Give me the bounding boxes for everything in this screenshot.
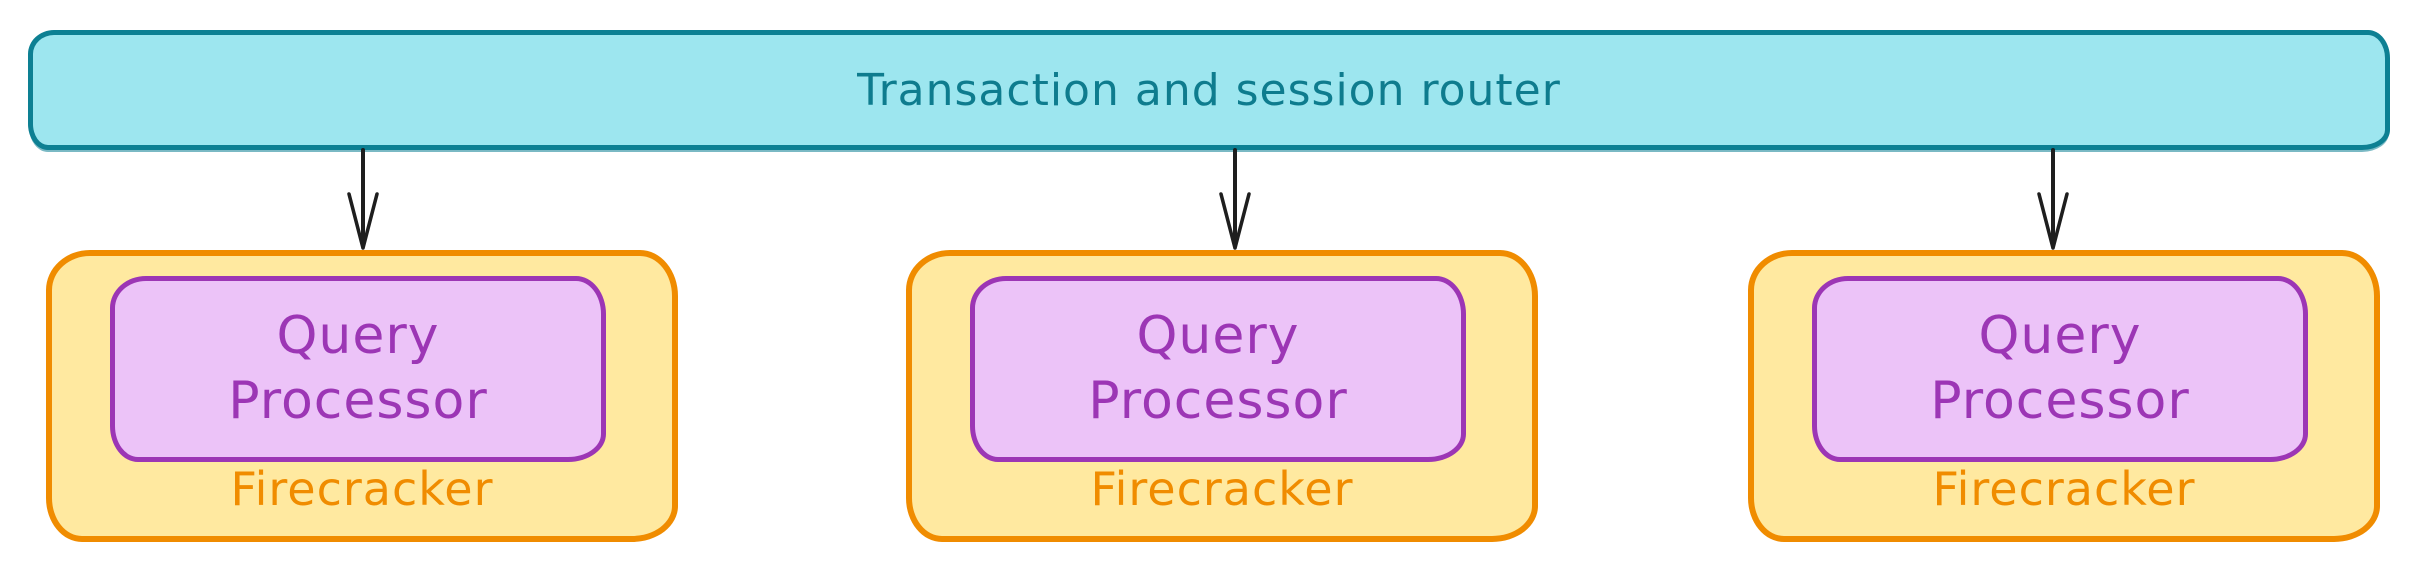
query-processor-node: Query Processor: [970, 276, 1466, 462]
firecracker-node: Query Processor Firecracker: [1748, 250, 2380, 542]
firecracker-label: Firecracker: [1090, 462, 1354, 516]
router-label: Transaction and session router: [857, 64, 1561, 116]
query-processor-label: Query Processor: [1088, 306, 1348, 431]
arrow-down-icon: [1217, 148, 1253, 252]
firecracker-label: Firecracker: [230, 462, 494, 516]
arrow-down-icon: [345, 148, 381, 252]
firecracker-node: Query Processor Firecracker: [906, 250, 1538, 542]
query-processor-node: Query Processor: [1812, 276, 2308, 462]
arrow-down-icon: [2035, 148, 2071, 252]
query-processor-label: Query Processor: [1930, 306, 2190, 431]
firecracker-node: Query Processor Firecracker: [46, 250, 678, 542]
firecracker-label: Firecracker: [1932, 462, 2196, 516]
query-processor-node: Query Processor: [110, 276, 606, 462]
router-node: Transaction and session router: [28, 30, 2390, 150]
query-processor-label: Query Processor: [228, 306, 488, 431]
